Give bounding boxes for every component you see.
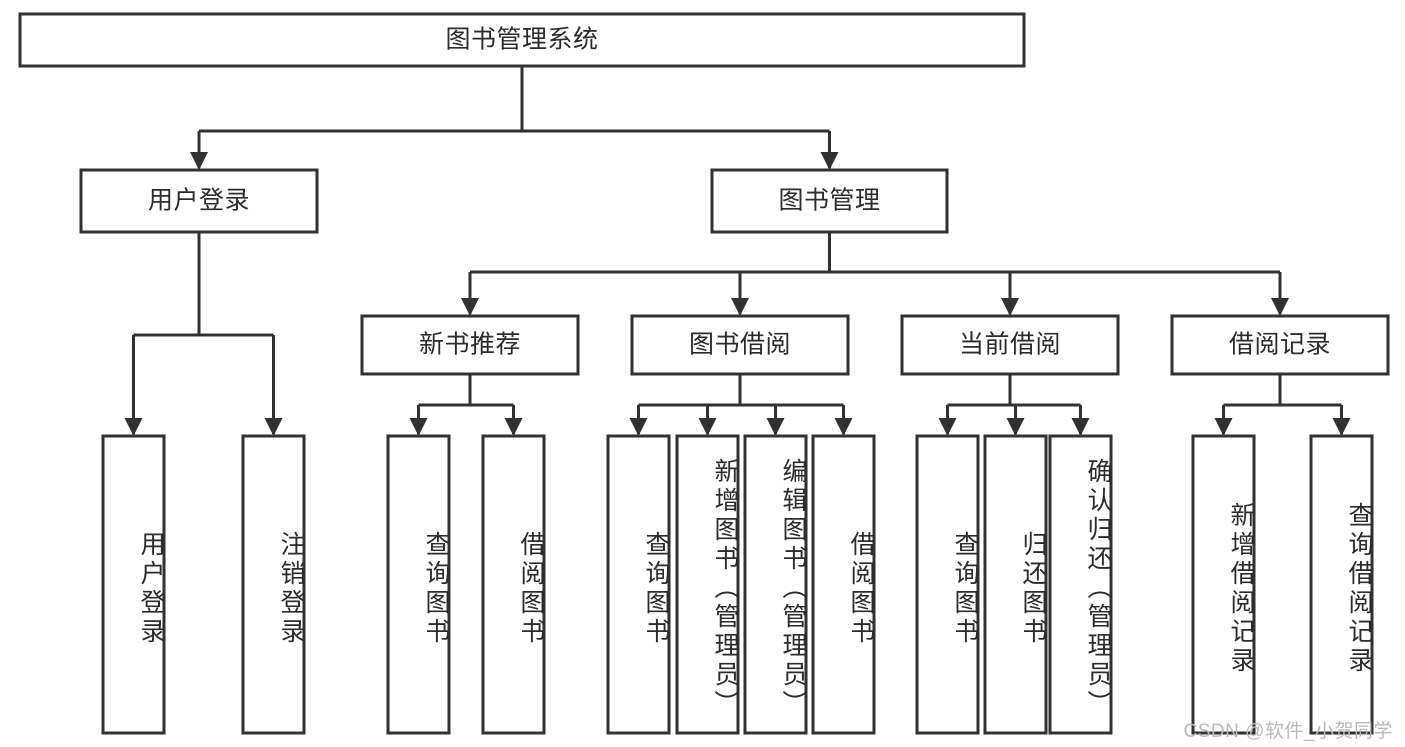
node-图书借阅-l3-box[interactable]	[630, 314, 850, 376]
arrow-down-icon	[766, 418, 785, 436]
arrow-down-icon	[820, 152, 839, 170]
node-查询借阅记录-leaf-12-box[interactable]	[1309, 434, 1374, 735]
node-用户登录-l2-label: 用户登录	[148, 187, 250, 215]
node-归还图书-leaf-9-box[interactable]	[983, 434, 1048, 735]
node-注销登录-leaf-1-box[interactable]	[241, 434, 306, 735]
arrow-down-icon	[190, 152, 208, 170]
arrow-down-icon	[1006, 418, 1025, 436]
node-图书管理-l2-box[interactable]	[710, 168, 949, 234]
node-图书管理-l2-label: 图书管理	[778, 187, 880, 215]
node-图书管理系统-root-box[interactable]	[18, 12, 1026, 68]
arrow-down-icon	[1271, 298, 1289, 316]
arrow-down-icon	[938, 418, 957, 436]
arrow-down-icon	[834, 418, 853, 436]
arrow-down-icon	[629, 418, 648, 436]
node-借阅记录-l3-label: 借阅记录	[1229, 331, 1331, 359]
arrow-down-icon	[1332, 418, 1351, 436]
node-用户登录-leaf-0-box[interactable]	[101, 434, 166, 735]
arrow-down-icon	[409, 418, 428, 436]
node-确认归还管理员-leaf-10-box[interactable]	[1048, 434, 1113, 735]
node-查询图书-leaf-4-box[interactable]	[606, 434, 671, 735]
node-新增借阅记录-leaf-11-box[interactable]	[1191, 434, 1256, 735]
node-查询图书-leaf-8-box[interactable]	[915, 434, 980, 735]
arrow-down-icon	[1214, 418, 1233, 436]
node-当前借阅-l3-box[interactable]	[900, 314, 1120, 376]
boxes-layer	[18, 12, 1390, 735]
arrow-down-icon	[264, 418, 283, 436]
arrow-down-icon	[1001, 298, 1019, 316]
node-借阅记录-l3-box[interactable]	[1170, 314, 1390, 376]
node-用户登录-l2-box[interactable]	[79, 168, 319, 234]
connectors-layer	[124, 66, 1351, 436]
arrow-down-icon	[1071, 418, 1090, 436]
node-借阅图书-leaf-3-box[interactable]	[481, 434, 546, 735]
node-图书管理系统-root-label: 图书管理系统	[445, 26, 598, 54]
node-借阅图书-leaf-7-box[interactable]	[811, 434, 876, 735]
csdn-watermark: CSDN @软件_小贺同学	[1183, 721, 1393, 742]
node-新书推荐-l3-label: 新书推荐	[419, 331, 521, 359]
arrow-down-icon	[504, 418, 523, 436]
node-查询图书-leaf-2-box[interactable]	[386, 434, 451, 735]
node-新书推荐-l3-box[interactable]	[360, 314, 580, 376]
arrow-down-icon	[461, 298, 479, 316]
node-新增图书管理员-leaf-5-box[interactable]	[675, 434, 740, 735]
arrow-down-icon	[124, 418, 143, 436]
arrow-down-icon	[698, 418, 717, 436]
node-图书借阅-l3-label: 图书借阅	[689, 331, 791, 359]
arrow-down-icon	[731, 298, 749, 316]
node-编辑图书管理员-leaf-6-box[interactable]	[743, 434, 808, 735]
node-当前借阅-l3-label: 当前借阅	[959, 331, 1061, 359]
